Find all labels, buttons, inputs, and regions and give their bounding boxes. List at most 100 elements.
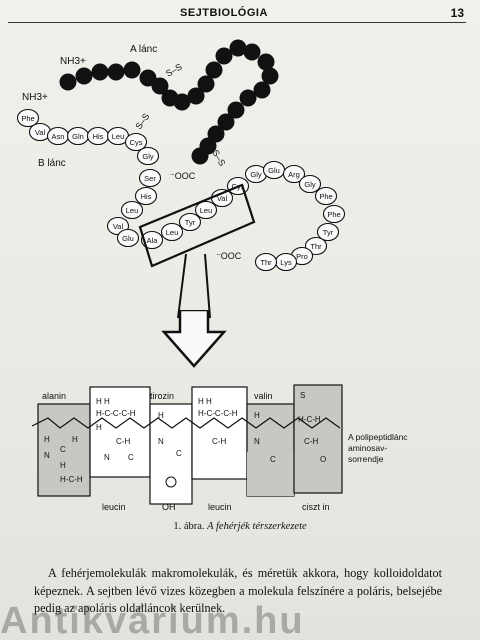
figure-caption: 1. ábra. A fehérjék térszerkezete — [0, 521, 480, 532]
svg-text:H: H — [72, 435, 78, 444]
a-chain-bead — [207, 125, 225, 143]
a-chain-bead — [257, 53, 275, 71]
b-chain-residue-label: Val — [35, 128, 46, 137]
a-chain-bead — [59, 73, 77, 91]
a-chain-bead — [261, 67, 279, 85]
a-chain-bead — [91, 63, 109, 81]
side-label-3: sorrendje — [348, 454, 384, 464]
a-chain-bead — [205, 61, 223, 79]
b-chain-residue-label: Thr — [260, 258, 272, 267]
nh3-b-label: NH3+ — [22, 92, 48, 103]
b-chain-residue — [160, 222, 184, 242]
b-chain-residue-label: His — [93, 132, 104, 141]
svg-text:N: N — [158, 437, 164, 446]
b-chain-residue-label: Leu — [112, 132, 125, 141]
b-chain-residue-label: Tyr — [185, 218, 196, 227]
running-header: SEJTBIOLÓGIA 13 — [8, 5, 466, 23]
b-chain-residue-label: Tyr — [323, 228, 334, 237]
watermark-logo: Antikvárium.hu — [0, 600, 305, 640]
running-title: SEJTBIOLÓGIA — [180, 7, 268, 19]
b-chain-residue-label: Ala — [147, 236, 159, 245]
svg-text:H: H — [158, 411, 164, 420]
b-chain-residue — [254, 252, 278, 272]
disulfide-label-2: S–S — [133, 111, 151, 131]
a-chain-bead — [139, 69, 157, 87]
svg-text:H: H — [44, 435, 50, 444]
b-chain-residue — [16, 108, 40, 128]
b-chain-residue — [134, 186, 158, 206]
b-chain-residue-label: Lys — [280, 258, 292, 267]
svg-text:H: H — [96, 423, 102, 432]
b-chain-residue-label: Phe — [319, 192, 332, 201]
b-chain-residue-label: Glu — [122, 234, 134, 243]
peptide-structure: alanin tirozin valin leucin leucin OH ci… — [31, 384, 408, 512]
b-chain-residue-label: Leu — [126, 206, 139, 215]
svg-text:H-C-C-C-H: H-C-C-C-H — [198, 409, 238, 418]
label-alanin: alanin — [42, 391, 66, 401]
side-label-2: aminosav- — [348, 443, 387, 453]
svg-text:O: O — [320, 455, 326, 464]
disulfide-label-3: S–S — [210, 148, 227, 168]
b-chain-residue-label: Asn — [52, 132, 65, 141]
svg-text:H H: H H — [96, 397, 110, 406]
chain-b-label: B lánc — [38, 158, 66, 169]
svg-text:C-H: C-H — [304, 437, 318, 446]
b-chain-residue — [178, 212, 202, 232]
b-chain-residue — [194, 200, 218, 220]
b-chain-residue — [120, 200, 144, 220]
label-leucin-1: leucin — [102, 502, 126, 512]
leucine3-panel — [247, 452, 294, 496]
svg-text:C: C — [270, 455, 276, 464]
cysteine-panel — [293, 384, 343, 494]
label-oh: OH — [162, 502, 176, 512]
a-chain-bead — [253, 81, 271, 99]
caption-number: 1. ábra. — [173, 521, 205, 532]
b-chain-residue — [124, 132, 148, 152]
a-chain-bead — [243, 43, 261, 61]
svg-text:H H: H H — [198, 397, 212, 406]
b-chain-residue-label: Val — [217, 194, 228, 203]
a-chain-bead — [173, 93, 191, 111]
b-chain-residue — [116, 228, 140, 248]
svg-text:C: C — [60, 445, 66, 454]
b-chain-residue-label: Ser — [144, 174, 156, 183]
b-chain-residue-label: Thr — [310, 242, 322, 251]
svg-text:C-H: C-H — [116, 437, 130, 446]
svg-text:H: H — [60, 461, 66, 470]
svg-text:C: C — [128, 453, 134, 462]
side-label-1: A polipeptidlánc — [348, 432, 408, 442]
a-chain-bead — [187, 87, 205, 105]
svg-text:H-C-H: H-C-H — [298, 415, 321, 424]
b-chain-residue — [304, 236, 328, 256]
b-chain-residue — [136, 146, 160, 166]
a-chain-bead — [151, 77, 169, 95]
svg-text:S: S — [300, 391, 305, 400]
nh3-a-label: NH3+ — [60, 56, 86, 67]
svg-text:N: N — [104, 453, 110, 462]
b-chain-residue-label: Val — [113, 222, 124, 231]
svg-text:C-H: C-H — [212, 437, 226, 446]
page-number: 13 — [450, 6, 464, 20]
label-valin: valin — [254, 391, 273, 401]
b-chain-residue-label: Gln — [72, 132, 84, 141]
b-chain-residue-label: Phe — [327, 210, 340, 219]
a-chain-bead — [217, 113, 235, 131]
b-chain-cooh: ⁻OOC — [216, 251, 242, 261]
b-chain-residue-label: Gly — [142, 152, 154, 161]
b-chain-residue-label: Leu — [200, 206, 213, 215]
b-chain-residue-label: Gly — [250, 170, 262, 179]
caption-title: A fehérjék térszerkezete — [207, 521, 307, 532]
b-chain-residue — [298, 174, 322, 194]
a-chain-bead — [75, 67, 93, 85]
b-chain-residue-label: Cys — [130, 138, 143, 147]
connector-right — [204, 253, 211, 319]
down-arrow-icon — [161, 310, 227, 368]
svg-text:H-C-C-C-H: H-C-C-C-H — [96, 409, 136, 418]
a-chain-bead — [239, 89, 257, 107]
disulfide-label-1: S–S — [164, 62, 184, 79]
svg-text:H-C-H: H-C-H — [60, 475, 83, 484]
b-chain-residue-label: Arg — [288, 170, 300, 179]
